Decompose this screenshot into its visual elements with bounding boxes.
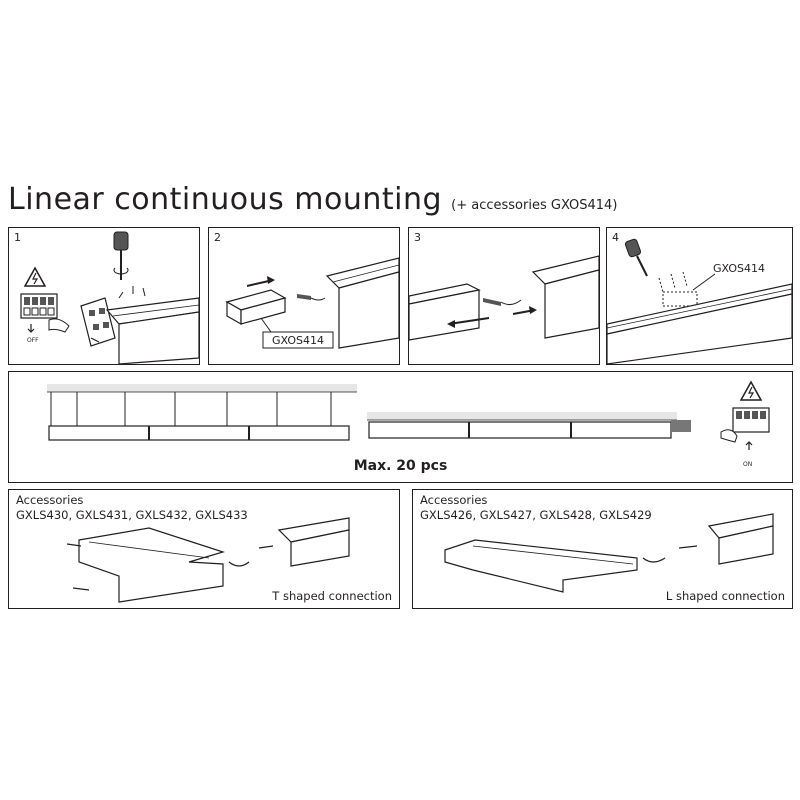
cable-connector-icon [297, 294, 326, 301]
screwdriver-icon [624, 238, 648, 277]
part-code-label: GXOS414 [713, 262, 765, 275]
l-connection-illustration [444, 513, 774, 593]
part-code-label: GXOS414 [272, 334, 324, 347]
ceiling-right [367, 412, 677, 421]
step-number: 1 [14, 231, 21, 244]
t-connector-icon [78, 527, 226, 603]
step-number: 4 [612, 231, 619, 244]
accessories-heading: Accessories GXLS426, GXLS427, GXLS428, G… [420, 493, 652, 523]
step-2-illustration: GXOS414 [225, 257, 399, 349]
luminaire-profile-icon [707, 513, 774, 565]
accessories-heading-text: Accessories [16, 493, 84, 507]
step-4-illustration: GXOS414 [607, 238, 792, 364]
step-2-panel: 2 GXOS414 [208, 227, 400, 365]
mounting-plate-icon [80, 297, 116, 347]
step-1-panel: 1 OFF [8, 227, 200, 365]
electric-hazard-icon [23, 266, 47, 287]
power-on-label: ON [743, 461, 752, 468]
luminaire-row-right [368, 420, 691, 439]
continuous-panel: ON Max. 20 pcs [8, 371, 793, 483]
luminaire-profile-icon [105, 297, 199, 364]
ceiling-left [47, 384, 357, 393]
step-4-panel: 4 GXOS414 [606, 227, 793, 365]
page-title: Linear continuous mounting (+ accessorie… [8, 180, 617, 220]
power-off-label: OFF [27, 337, 39, 344]
step-number: 2 [214, 231, 221, 244]
connector-gxos414-icon [662, 291, 698, 307]
screwdriver-icon [113, 231, 129, 280]
l-connector-icon [444, 539, 638, 593]
accessories-heading: Accessories GXLS430, GXLS431, GXLS432, G… [16, 493, 248, 523]
step-3-illustration [409, 255, 599, 341]
step-1-illustration: OFF [20, 231, 199, 364]
cable-connector-icon [483, 298, 522, 306]
continuous-illustration: ON [47, 380, 770, 468]
luminaire-profile-icon [325, 257, 399, 349]
luminaire-profile-icon [277, 517, 350, 567]
arrow-left-icon [447, 317, 490, 328]
connector-gxos414-icon [225, 289, 287, 326]
connection-caption: T shaped connection [272, 589, 392, 603]
step-number: 3 [414, 231, 421, 244]
arrow-right-icon [512, 306, 537, 315]
title-subtitle: (+ accessories GXOS414) [451, 198, 618, 213]
luminaire-profile-icon [607, 283, 792, 364]
luminaire-profile-left-icon [409, 283, 481, 341]
step-3-panel: 3 [408, 227, 600, 365]
accessories-l-panel: Accessories GXLS426, GXLS427, GXLS428, G… [412, 489, 793, 609]
screws-icon [658, 271, 688, 293]
connection-caption: L shaped connection [665, 589, 785, 603]
t-connection-illustration [66, 517, 350, 603]
suspension-wires [50, 392, 332, 426]
max-pieces-label: Max. 20 pcs [353, 458, 448, 474]
arrow-right-icon [246, 276, 275, 287]
electric-hazard-icon [739, 380, 763, 401]
accessories-codes: GXLS426, GXLS427, GXLS428, GXLS429 [420, 508, 652, 522]
accessories-codes: GXLS430, GXLS431, GXLS432, GXLS433 [16, 508, 248, 522]
accessories-t-panel: Accessories GXLS430, GXLS431, GXLS432, G… [8, 489, 400, 609]
title-main: Linear continuous mounting [8, 182, 443, 217]
accessories-heading-text: Accessories [420, 493, 488, 507]
cable-connector-icon [66, 543, 274, 591]
cable-connector-icon [642, 545, 698, 563]
power-switch-off-icon [20, 293, 70, 333]
power-switch-on-icon [720, 407, 770, 450]
luminaire-row-left [48, 425, 350, 441]
luminaire-profile-right-icon [531, 255, 599, 339]
